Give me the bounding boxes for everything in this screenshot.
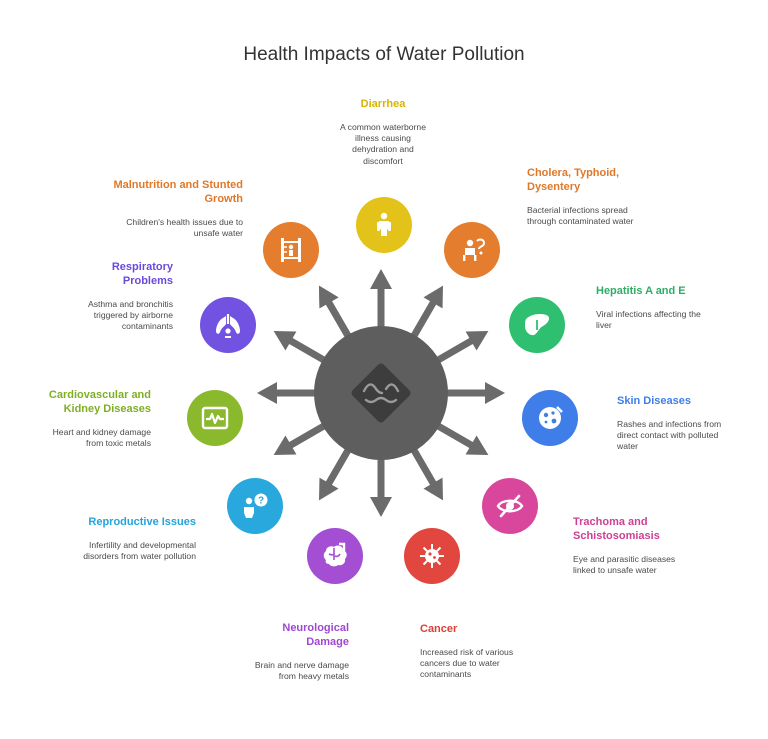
svg-text:?: ? (258, 496, 264, 507)
label-description-repro: Infertility and developmental disorders … (83, 540, 196, 562)
arrow-6 (370, 453, 392, 517)
arrow-9 (257, 382, 321, 404)
node-cholera (444, 222, 500, 278)
label-diarrhea: Diarrhea A common waterborne illness caus… (288, 97, 478, 167)
node-cardio (187, 390, 243, 446)
node-trachoma (482, 478, 538, 534)
sick-person-icon (463, 238, 486, 261)
arrow-0 (370, 269, 392, 333)
label-title-repro: Reproductive Issues (88, 516, 196, 528)
node-skin (522, 390, 578, 446)
arrow-2 (431, 331, 489, 367)
skin-rash-icon (539, 406, 563, 429)
node-cancer (404, 528, 460, 584)
page-title: Health Impacts of Water Pollution (243, 44, 525, 65)
eye-slash-icon (496, 494, 524, 518)
label-title-cancer: Cancer (420, 623, 458, 635)
label-title-skin: Skin Diseases (617, 395, 691, 407)
label-description-malnut: Children's health issues due to unsafe w… (126, 217, 243, 239)
arrow-7 (319, 443, 355, 501)
label-title-neuro: Neurological Damage (282, 622, 349, 648)
label-description-resp: Asthma and bronchitis triggered by airbo… (87, 299, 173, 332)
arrow-5 (407, 443, 443, 501)
virus-cell-icon (420, 544, 444, 568)
label-description-hepatitis: Viral infections affecting the liver (596, 309, 701, 331)
arrow-10 (273, 331, 331, 367)
height-measure-icon (281, 238, 301, 262)
lungs-icon (216, 314, 240, 338)
label-title-trachoma: Trachoma and Schistosomiasis (573, 516, 660, 542)
arrow-8 (273, 419, 331, 455)
label-description-skin: Rashes and infections from direct contac… (617, 419, 722, 452)
heart-monitor-icon (201, 406, 229, 430)
polluted-water-icon (351, 363, 411, 423)
label-hepatitis: Hepatitis A and E Viral infections affect… (596, 284, 706, 331)
person-question-icon: ? (244, 493, 268, 518)
label-description-cancer: Increased risk of various cancers due to… (420, 647, 514, 680)
label-description-neuro: Brain and nerve damage from heavy metals (254, 660, 349, 682)
node-resp (200, 297, 256, 353)
label-title-cholera: Cholera, Typhoid, Dysentery (527, 167, 620, 193)
node-malnut (263, 222, 319, 278)
arrow-4 (431, 419, 489, 455)
label-description-cholera: Bacterial infections spread through cont… (527, 205, 634, 227)
label-title-hepatitis: Hepatitis A and E (596, 285, 686, 297)
label-description-cardio: Heart and kidney damage from toxic metal… (52, 427, 151, 449)
label-title-resp: Respiratory Problems (111, 261, 173, 287)
liver-icon (525, 314, 550, 336)
arrow-12 (319, 285, 355, 343)
label-title-malnut: Malnutrition and Stunted Growth (113, 179, 243, 205)
label-description-diarrhea: A common waterborne illness causing dehy… (340, 122, 426, 166)
label-description-trachoma: Eye and parasitic diseases linked to uns… (573, 554, 676, 576)
brain-icon (323, 542, 347, 567)
arrow-3 (441, 382, 505, 404)
node-neuro (307, 528, 363, 584)
label-title-cardio: Cardiovascular and Kidney Diseases (48, 389, 151, 415)
node-diarrhea (356, 197, 412, 253)
toilet-person-icon (377, 212, 391, 236)
arrow-1 (407, 285, 443, 343)
node-repro: ? (227, 478, 283, 534)
node-hepatitis (509, 297, 565, 353)
label-title-diarrhea: Diarrhea (360, 98, 406, 110)
